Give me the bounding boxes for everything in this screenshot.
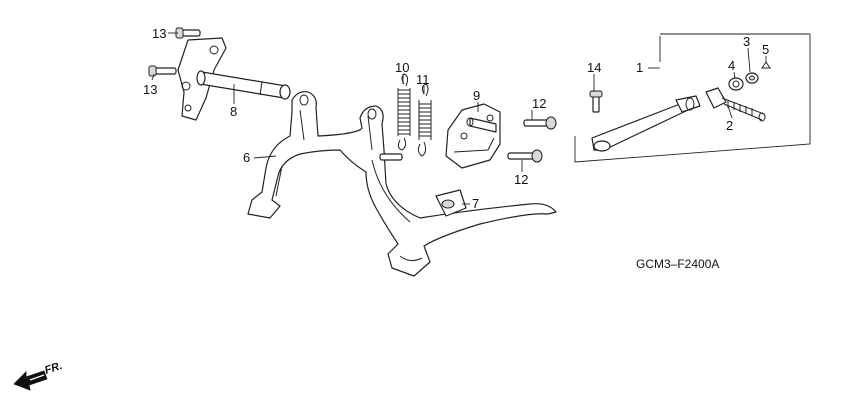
stand-stopper-rubber: [435, 189, 467, 217]
front-direction-arrow-icon: [13, 370, 48, 391]
stopper-bolt-upper: [523, 116, 557, 130]
side-stand-washer: [745, 72, 759, 84]
stopper-bolt-lower: [507, 149, 543, 163]
label-part-13-upper: 13: [152, 26, 166, 41]
label-part-2: 2: [726, 118, 733, 133]
label-part-3: 3: [743, 34, 750, 49]
label-part-5: 5: [762, 42, 769, 57]
main-stand-spring-outer: [397, 73, 411, 151]
main-stand-frame: [247, 91, 557, 277]
side-stand-bar: [591, 95, 701, 152]
label-part-12-upper: 12: [532, 96, 546, 111]
label-part-9: 9: [473, 88, 480, 103]
label-part-8: 8: [230, 104, 237, 119]
diagram-code: GCM3–F2400A: [636, 257, 719, 271]
label-part-7: 7: [472, 196, 479, 211]
bracket-bolt-upper: [175, 27, 201, 39]
label-part-4: 4: [728, 58, 735, 73]
leader-lines: [151, 32, 767, 205]
label-part-1: 1: [636, 60, 643, 75]
side-stand-pivot-bolt: [705, 87, 766, 122]
label-part-11: 11: [416, 72, 430, 87]
side-stand-cotter-pin: [761, 61, 771, 69]
front-direction-label: FR.: [43, 360, 64, 377]
stand-stopper-bracket: [445, 103, 501, 169]
label-part-14: 14: [587, 60, 601, 75]
bracket-bolt-lower: [148, 65, 177, 77]
main-stand-spring-inner: [417, 83, 432, 157]
label-part-6: 6: [243, 150, 250, 165]
label-part-13-lower: 13: [143, 82, 157, 97]
side-stand-assembly-box: [574, 33, 811, 163]
stand-spring-peg: [379, 153, 403, 161]
label-part-10: 10: [395, 60, 409, 75]
stand-pivot-shaft: [196, 70, 291, 100]
side-stand-bolt: [589, 90, 603, 113]
label-part-12-lower: 12: [514, 172, 528, 187]
side-stand-collar: [728, 77, 744, 91]
